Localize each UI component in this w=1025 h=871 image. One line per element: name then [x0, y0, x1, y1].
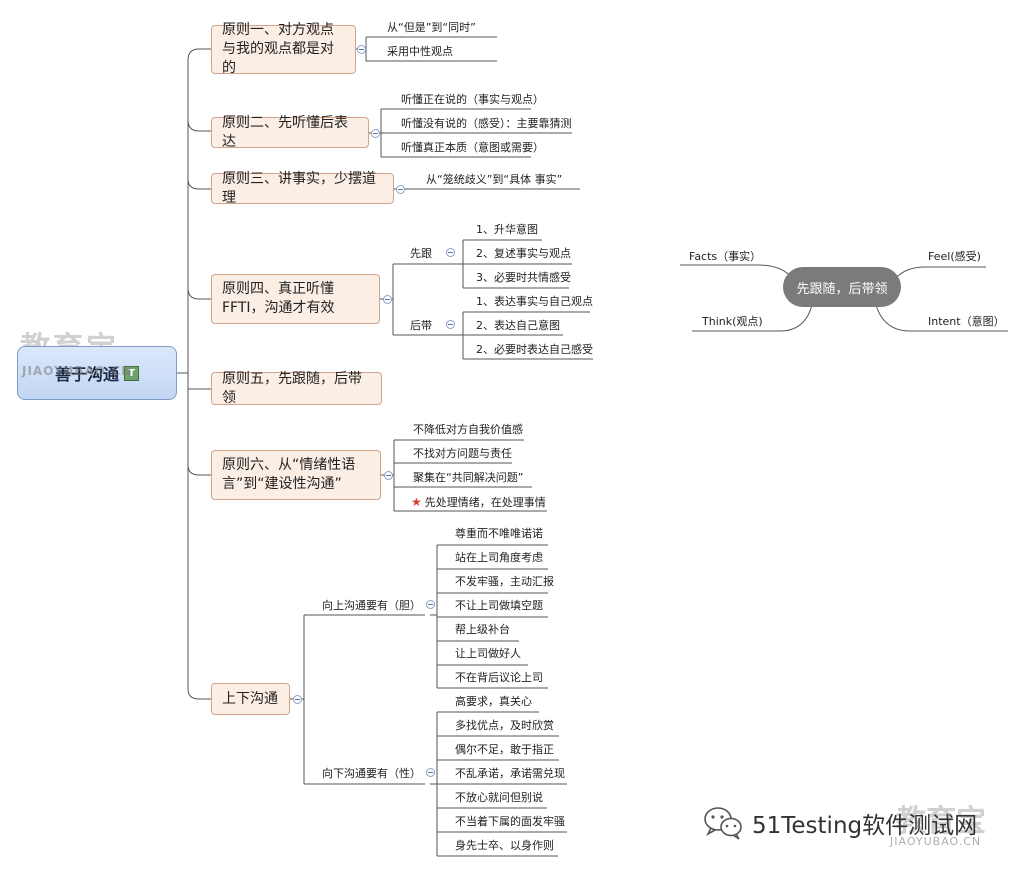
subtopic-label[interactable]: 多找优点，及时欣赏	[455, 719, 554, 732]
subtopic-label[interactable]: 不在背后议论上司	[455, 671, 543, 684]
collapse-icon[interactable]	[383, 295, 392, 304]
group-label-downward[interactable]: 向下沟通要有（性）	[322, 767, 421, 780]
subtopic-label[interactable]: 帮上级补台	[455, 623, 510, 636]
collapse-icon[interactable]	[446, 320, 455, 329]
subtopic-label[interactable]: 1、升华意图	[476, 223, 538, 236]
topic-principle-4[interactable]: 原则四、真正听懂FFTI，沟通才有效	[211, 274, 380, 324]
group-label-upward[interactable]: 向上沟通要有（胆）	[322, 599, 421, 612]
collapse-icon[interactable]	[446, 248, 455, 257]
topic-principle-2[interactable]: 原则二、先听懂后表达	[211, 115, 369, 150]
topic-up-down-communication[interactable]: 上下沟通	[211, 683, 290, 715]
subtopic-label[interactable]: 听懂没有说的（感受）：主要靠猜测	[401, 117, 572, 130]
subtopic-label[interactable]: 不放心就问但别说	[455, 791, 543, 804]
subtopic-label[interactable]: 站在上司角度考虑	[455, 551, 543, 564]
topic-badge-icon[interactable]: T	[124, 365, 139, 381]
subtopic-label[interactable]: 让上司做好人	[455, 647, 521, 660]
subtopic-label[interactable]: 高要求，真关心	[455, 695, 532, 708]
floating-intent-label[interactable]: Intent（意图）	[928, 315, 1005, 328]
group-label-follow[interactable]: 先跟	[410, 247, 432, 260]
star-icon: ★	[411, 495, 422, 509]
group-label-lead[interactable]: 后带	[410, 319, 432, 332]
topic-label: 原则二、先听懂后表达	[222, 114, 348, 150]
floating-facts-label[interactable]: Facts（事实）	[689, 250, 762, 263]
collapse-icon[interactable]	[371, 129, 380, 138]
subtopic-label[interactable]: 1、表达事实与自己观点	[476, 295, 593, 308]
subtopic-label[interactable]: 偶尔不足，敢于指正	[455, 743, 554, 756]
subtopic-label[interactable]: 不乱承诺，承诺需兑现	[455, 767, 565, 780]
floating-topic-label: 先跟随，后带领	[796, 281, 888, 297]
collapse-icon[interactable]	[384, 471, 393, 480]
subtopic-label-starred[interactable]: ★先处理情绪，在处理事情	[411, 495, 546, 510]
topic-principle-6[interactable]: 原则六、从“情绪性语言”到“建设性沟通”	[211, 450, 381, 500]
topic-label: 原则三、讲事实，少摆道理	[222, 170, 376, 206]
central-topic-label: 善于沟通	[54, 365, 119, 384]
floating-topic-center[interactable]: 先跟随，后带领	[783, 267, 901, 307]
topic-label: 原则六、从“情绪性语言”到“建设性沟通”	[222, 457, 356, 492]
subtopic-label[interactable]: 身先士卒、以身作则	[455, 839, 554, 852]
subtopic-label[interactable]: 聚集在“共同解决问题”	[413, 471, 524, 484]
subtopic-label[interactable]: 不当着下属的面发牢骚	[455, 815, 565, 828]
subtopic-label[interactable]: 从“笼统歧义”到“具体 事实”	[426, 173, 563, 186]
subtopic-label[interactable]: 2、表达自己意图	[476, 319, 560, 332]
subtopic-label[interactable]: 2、复述事实与观点	[476, 247, 571, 260]
watermark-text-bottom: JIAOYUBAO.CN	[890, 835, 982, 848]
subtopic-label[interactable]: 不让上司做填空题	[455, 599, 543, 612]
floating-feel-label[interactable]: Feel(感受)	[928, 250, 981, 263]
subtopic-label[interactable]: 听懂正在说的（事实与观点）	[401, 93, 544, 106]
subtopic-label[interactable]: 尊重而不唯唯诺诺	[455, 527, 543, 540]
collapse-icon[interactable]	[293, 695, 302, 704]
watermark-text: JIAOYUBAO.CN	[22, 364, 133, 378]
central-topic[interactable]: 善于沟通 T	[17, 346, 177, 400]
subtopic-label[interactable]: 从“但是”到“同时”	[387, 21, 476, 34]
collapse-icon[interactable]	[426, 768, 435, 777]
watermark-logo-bottom: 教育宝	[896, 804, 986, 839]
subtopic-label[interactable]: 3、必要时共情感受	[476, 271, 571, 284]
topic-label: 原则一、对方观点与我的观点都是对的	[222, 22, 334, 76]
topic-label: 上下沟通	[222, 690, 278, 707]
subtopic-label[interactable]: 听懂真正本质（意图或需要）	[401, 141, 544, 154]
topic-principle-5[interactable]: 原则五，先跟随，后带领	[211, 370, 382, 406]
collapse-icon[interactable]	[357, 45, 366, 54]
subtopic-label[interactable]: 采用中性观点	[387, 45, 453, 58]
subtopic-label[interactable]: 不找对方问题与责任	[413, 447, 512, 460]
wechat-icon	[704, 807, 742, 840]
subtopic-text: 先处理情绪，在处理事情	[424, 496, 546, 509]
collapse-icon[interactable]	[396, 185, 405, 194]
subtopic-label[interactable]: 2、必要时表达自己感受	[476, 343, 593, 356]
topic-label: 原则四、真正听懂FFTI，沟通才有效	[222, 281, 335, 316]
brand-text: 51Testing软件测试网	[752, 813, 978, 839]
topic-principle-3[interactable]: 原则三、讲事实，少摆道理	[211, 171, 394, 206]
collapse-icon[interactable]	[426, 600, 435, 609]
subtopic-label[interactable]: 不降低对方自我价值感	[413, 423, 523, 436]
floating-think-label[interactable]: Think(观点)	[702, 315, 763, 328]
subtopic-label[interactable]: 不发牢骚，主动汇报	[455, 575, 554, 588]
topic-principle-1[interactable]: 原则一、对方观点与我的观点都是对的	[211, 22, 356, 76]
topic-label: 原则五，先跟随，后带领	[222, 370, 362, 406]
